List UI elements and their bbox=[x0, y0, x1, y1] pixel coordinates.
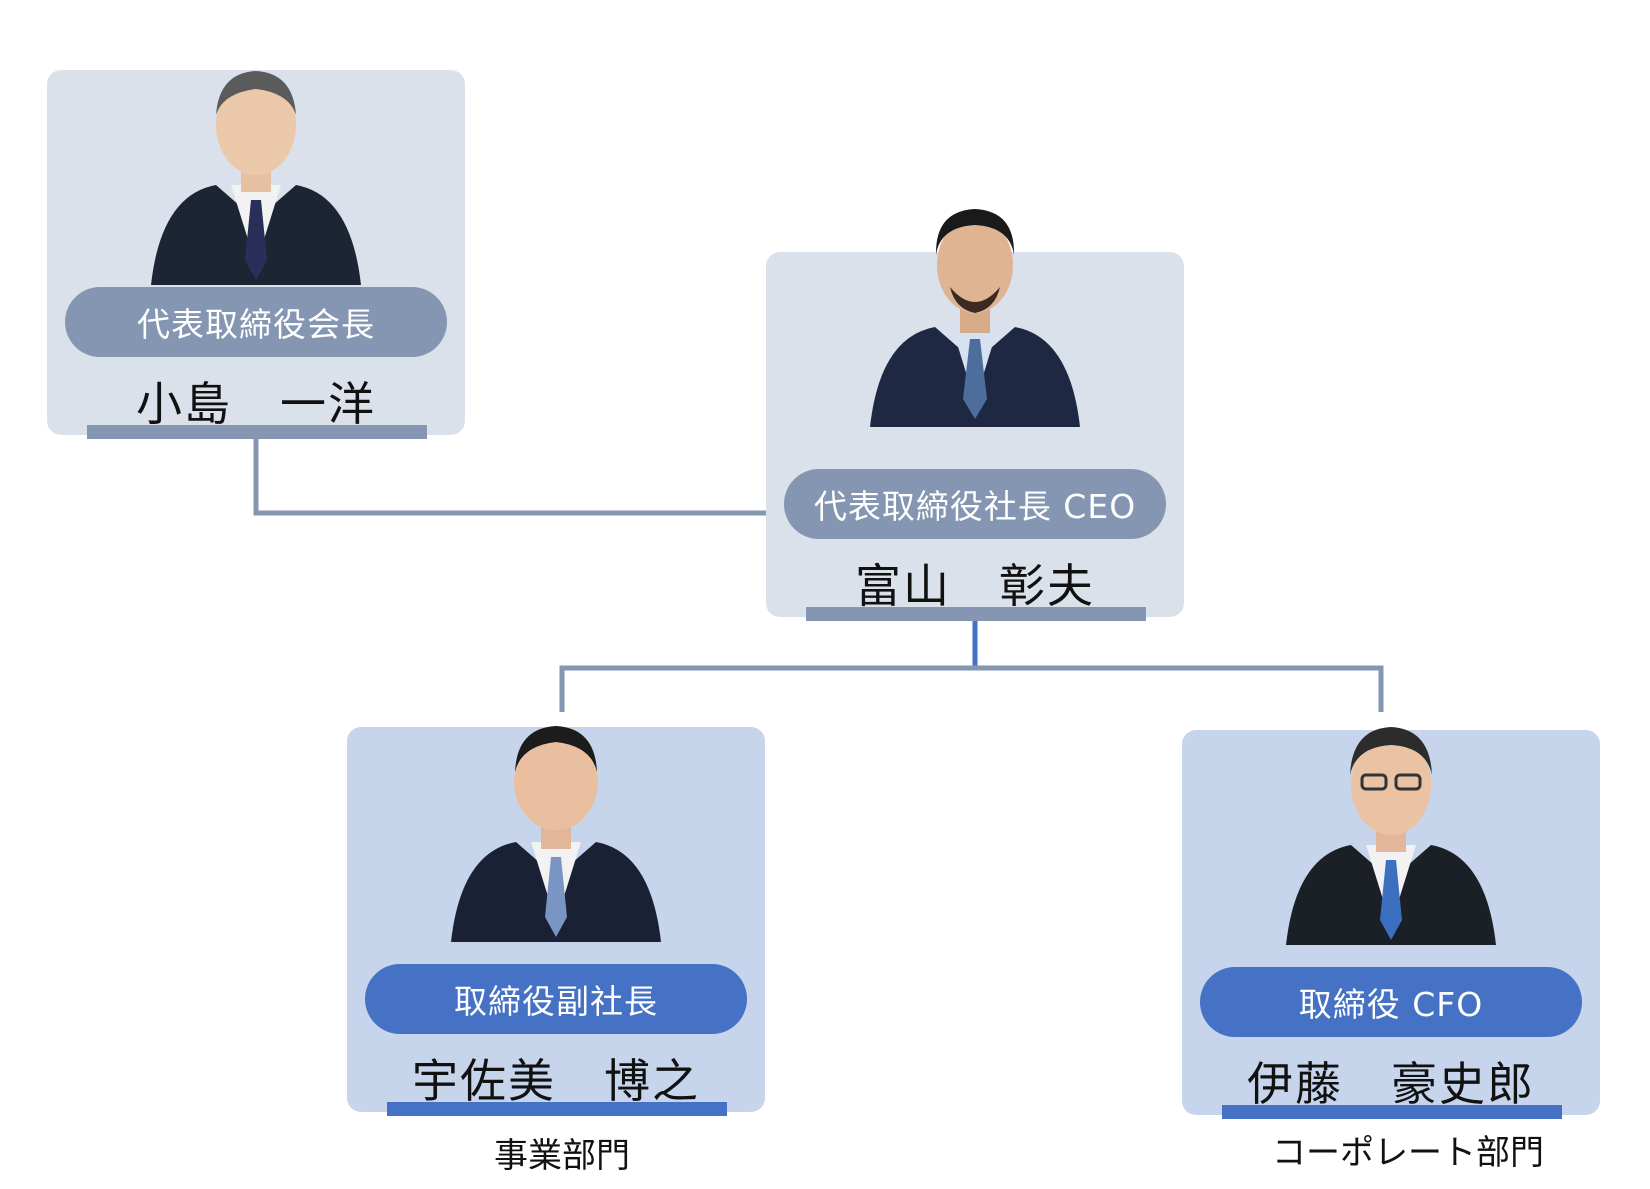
vice-president-portrait bbox=[441, 702, 671, 942]
division-label: 事業部門 bbox=[494, 1136, 630, 1176]
person-name: 伊藤 豪史郎 bbox=[1247, 1057, 1535, 1111]
person-name: 宇佐美 博之 bbox=[412, 1054, 700, 1108]
chairman-card: 代表取締役会長 小島 一洋 bbox=[47, 70, 465, 439]
cfo-card: 取締役 CFO 伊藤 豪史郎 bbox=[1182, 727, 1600, 1119]
role-badge: 取締役 CFO bbox=[1200, 967, 1582, 1037]
name-underline bbox=[806, 607, 1146, 621]
cfo-portrait bbox=[1276, 705, 1506, 945]
name-underline bbox=[387, 1102, 727, 1116]
role-badge: 取締役副社長 bbox=[365, 964, 747, 1034]
ceo-to-officers-connector bbox=[559, 665, 1384, 712]
chairman-to-ceo-connector bbox=[253, 438, 780, 516]
vice-president-card: 取締役副社長 宇佐美 博之 bbox=[347, 726, 765, 1116]
ceo-card: 代表取締役社長 CEO 富山 彰夫 bbox=[766, 209, 1184, 621]
name-underline bbox=[1222, 1105, 1562, 1119]
role-badge: 代表取締役社長 CEO bbox=[784, 469, 1166, 539]
chairman-portrait bbox=[141, 45, 371, 285]
role-badge: 代表取締役会長 bbox=[65, 287, 447, 357]
ceo-portrait bbox=[860, 187, 1090, 427]
person-name: 小島 一洋 bbox=[136, 377, 376, 431]
name-underline bbox=[87, 425, 427, 439]
division-label: コーポレート部門 bbox=[1272, 1133, 1544, 1173]
person-name: 富山 彰夫 bbox=[855, 559, 1095, 613]
